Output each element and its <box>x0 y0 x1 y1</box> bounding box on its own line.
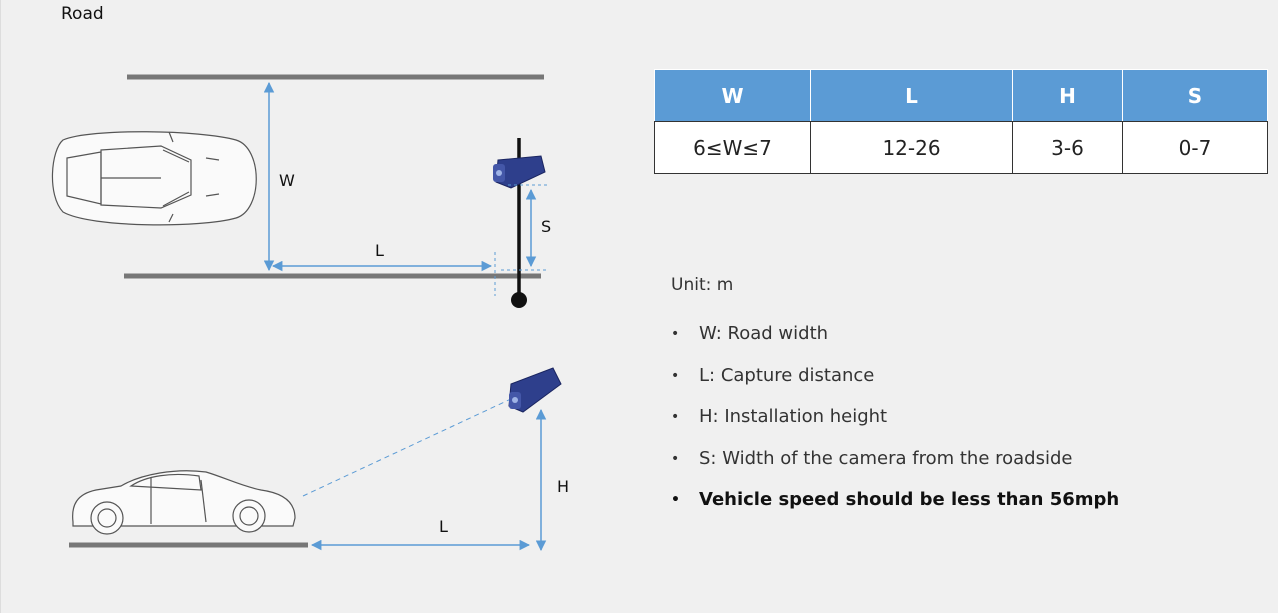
header-h: H <box>1012 69 1123 122</box>
list-item: •Vehicle speed should be less than 56mph <box>671 489 1120 510</box>
h-label: H <box>557 477 569 496</box>
l-label-side: L <box>439 517 448 536</box>
cell-w: 6≤W≤7 <box>654 121 811 174</box>
camera-icon <box>508 367 562 413</box>
table-header-row: W L H S <box>654 69 1268 122</box>
list-item: •W: Road width <box>671 323 829 344</box>
s-label: S <box>541 217 551 236</box>
camera-icon <box>493 155 546 189</box>
list-item: •H: Installation height <box>671 406 888 427</box>
spec-table: W L H S 6≤W≤7 12-26 3-6 0-7 <box>654 69 1268 174</box>
list-item: •L: Capture distance <box>671 364 875 386</box>
header-s: S <box>1122 69 1268 122</box>
installation-diagram: W L S <box>51 74 569 552</box>
cell-h: 3-6 <box>1012 121 1123 174</box>
car-side-view-icon <box>72 470 296 535</box>
l-label-top: L <box>375 241 384 260</box>
cell-l: 12-26 <box>810 121 1013 174</box>
header-w: W <box>654 69 811 122</box>
list-item: •S: Width of the camera from the roadsid… <box>671 447 1073 469</box>
unit-label: Unit: m <box>671 275 734 295</box>
header-l: L <box>810 69 1013 122</box>
notes-list: •W: Road width •L: Capture distance •H: … <box>671 320 1261 528</box>
cell-s: 0-7 <box>1122 121 1268 174</box>
car-top-view-icon <box>51 131 257 226</box>
table-row: 6≤W≤7 12-26 3-6 0-7 <box>654 121 1268 174</box>
page-title: Road <box>61 4 104 24</box>
w-label: W <box>279 171 295 190</box>
camera-sight-line <box>302 397 514 497</box>
